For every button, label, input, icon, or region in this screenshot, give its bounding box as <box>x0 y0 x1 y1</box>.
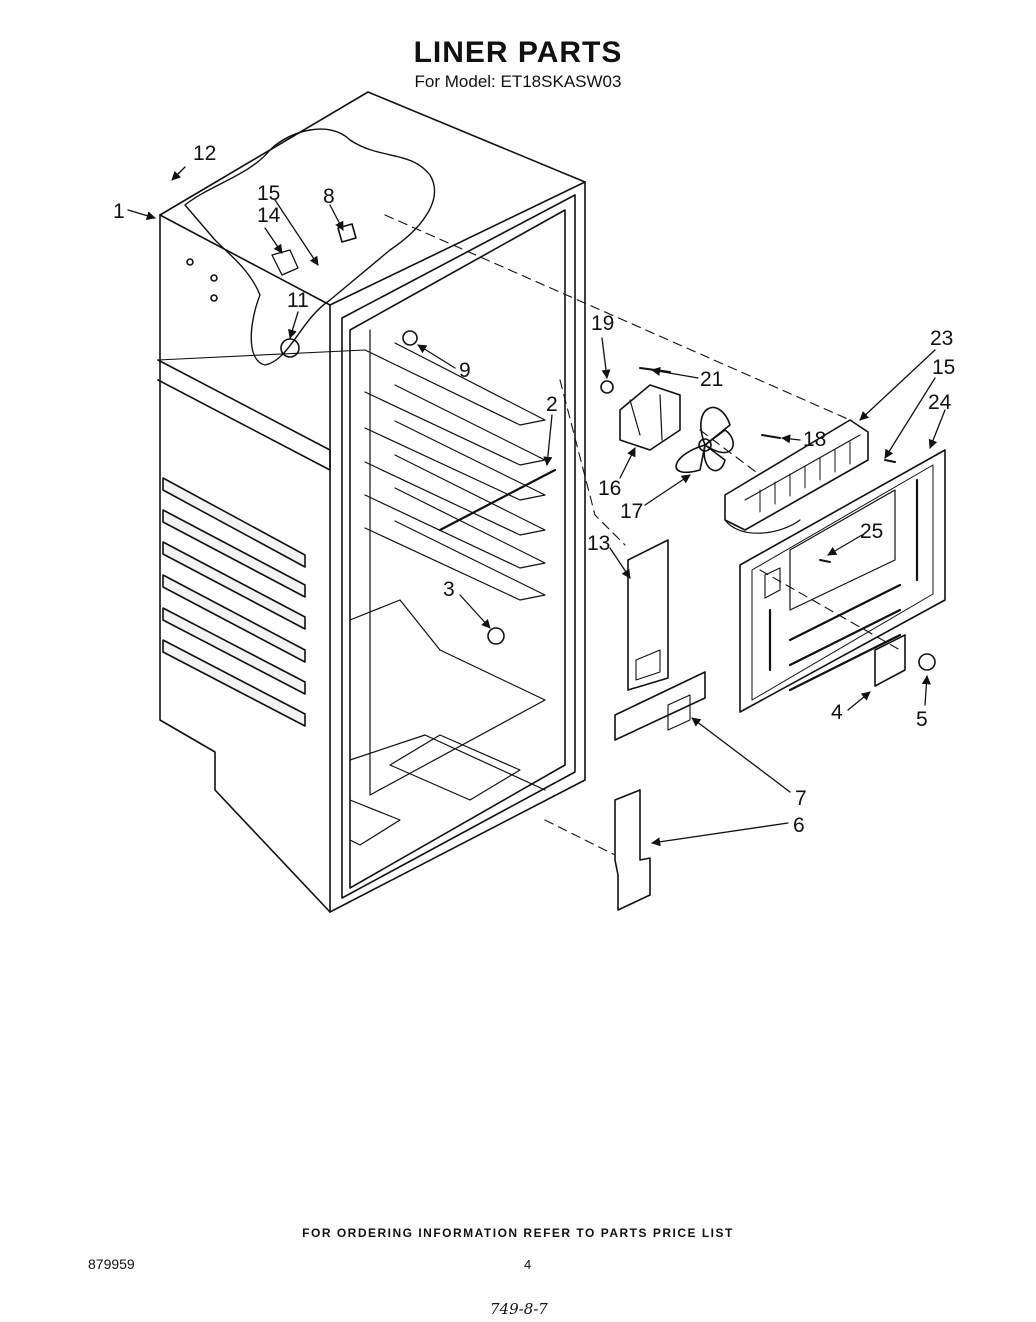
cabinet-liner <box>157 91 586 913</box>
panel-6 <box>614 789 651 911</box>
page-number: 4 <box>524 1257 532 1272</box>
callout-16: 16 <box>598 477 621 500</box>
callout-17: 17 <box>620 500 643 523</box>
document-number: 879959 <box>88 1256 135 1272</box>
callout-7: 7 <box>795 787 807 810</box>
ordering-footer: FOR ORDERING INFORMATION REFER TO PARTS … <box>302 1226 734 1240</box>
page-title: LINER PARTS <box>413 36 623 69</box>
callout-3: 3 <box>443 578 455 601</box>
callout-15-right: 15 <box>932 356 955 379</box>
knob-5 <box>918 653 936 671</box>
cover-plate <box>874 634 906 687</box>
callout-8: 8 <box>323 185 335 208</box>
callout-15-top: 15 <box>257 182 280 205</box>
panel-13 <box>627 539 669 691</box>
callout-11: 11 <box>287 289 309 312</box>
handwritten-note: 749-8-7 <box>490 1300 548 1318</box>
callout-14: 14 <box>257 204 281 227</box>
callout-21: 21 <box>700 368 723 391</box>
callout-23: 23 <box>930 327 953 350</box>
panel-7 <box>614 671 706 741</box>
callout-2: 2 <box>546 393 558 416</box>
air-grille <box>724 419 896 534</box>
callout-9: 9 <box>459 359 471 382</box>
alignment-lines <box>384 214 901 856</box>
callout-6: 6 <box>793 814 805 837</box>
callout-25: 25 <box>860 520 883 543</box>
leader-lines <box>127 166 946 847</box>
callout-12: 12 <box>193 142 216 165</box>
callout-1: 1 <box>113 200 125 223</box>
callout-4: 4 <box>831 701 843 724</box>
fan-motor-assembly <box>600 367 781 473</box>
callout-19: 19 <box>591 312 614 335</box>
callout-24: 24 <box>928 391 952 414</box>
callout-5: 5 <box>916 708 928 731</box>
callout-18: 18 <box>803 428 826 451</box>
callout-13: 13 <box>587 532 610 555</box>
rear-panel <box>739 449 946 713</box>
model-subtitle: For Model: ET18SKASW03 <box>414 72 622 91</box>
